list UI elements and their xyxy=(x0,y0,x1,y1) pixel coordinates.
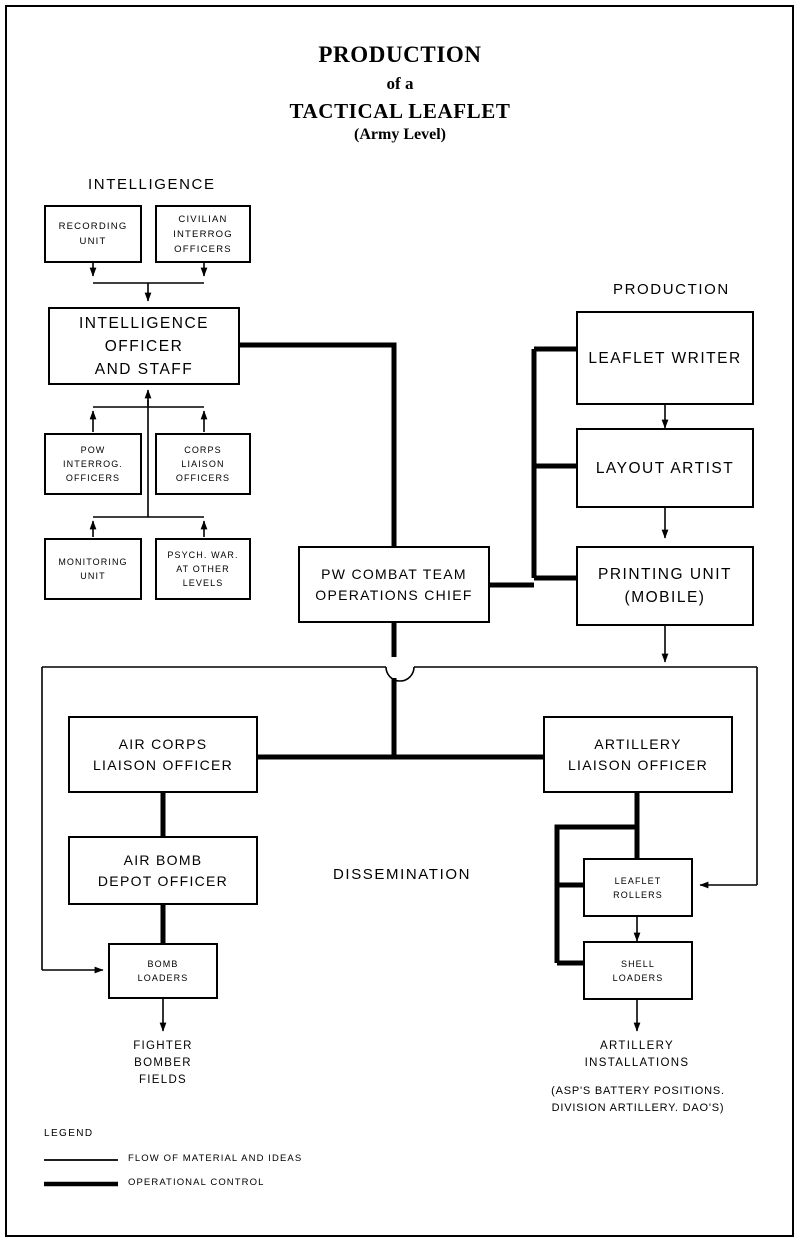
terminal-fighter-bomber-fields: FIGHTER BOMBER FIELDS xyxy=(133,1040,193,1086)
section-caption-intelligence: INTELLIGENCE xyxy=(88,176,216,193)
title-line-production: PRODUCTION xyxy=(318,42,482,67)
legend-label-flow: FLOW OF MATERIAL AND IDEAS xyxy=(128,1153,303,1164)
node-leaflet-writer[interactable]: LEAFLET WRITER xyxy=(576,311,754,405)
page-border xyxy=(5,5,794,1237)
node-monitoring-unit[interactable]: MONITORING UNIT xyxy=(44,538,142,600)
node-corps-liaison-officers[interactable]: CORPS LIAISON OFFICERS xyxy=(155,433,251,495)
node-air-corps-liaison-officer[interactable]: AIR CORPS LIAISON OFFICER xyxy=(68,716,258,793)
node-recording-unit[interactable]: RECORDING UNIT xyxy=(44,205,142,263)
terminal-artillery-installations: ARTILLERY INSTALLATIONS xyxy=(584,1040,690,1069)
node-pw-combat-team-operations-chief[interactable]: PW COMBAT TEAM OPERATIONS CHIEF xyxy=(298,546,490,623)
node-printing-unit-mobile[interactable]: PRINTING UNIT (MOBILE) xyxy=(576,546,754,626)
legend-label-control: OPERATIONAL CONTROL xyxy=(128,1177,265,1188)
title-line-tactical-leaflet: TACTICAL LEAFLET xyxy=(289,99,511,123)
title-line-army-level: (Army Level) xyxy=(354,126,446,143)
terminal-artillery-note: (ASP'S BATTERY POSITIONS. DIVISION ARTIL… xyxy=(551,1085,725,1114)
node-bomb-loaders[interactable]: BOMB LOADERS xyxy=(108,943,218,999)
node-intelligence-officer-and-staff[interactable]: INTELLIGENCE OFFICER AND STAFF xyxy=(48,307,240,385)
page-title: PRODUCTION of a TACTICAL LEAFLET (Army L… xyxy=(0,40,800,145)
node-psych-war-other-levels[interactable]: PSYCH. WAR. AT OTHER LEVELS xyxy=(155,538,251,600)
node-air-bomb-depot-officer[interactable]: AIR BOMB DEPOT OFFICER xyxy=(68,836,258,905)
node-pow-interrogation-officers[interactable]: POW INTERROG. OFFICERS xyxy=(44,433,142,495)
section-caption-dissemination: DISSEMINATION xyxy=(333,866,472,883)
node-civilian-interrogation-officers[interactable]: CIVILIAN INTERROG OFFICERS xyxy=(155,205,251,263)
legend-title: LEGEND xyxy=(44,1128,94,1139)
node-shell-loaders[interactable]: SHELL LOADERS xyxy=(583,941,693,1000)
node-leaflet-rollers[interactable]: LEAFLET ROLLERS xyxy=(583,858,693,917)
title-line-of-a: of a xyxy=(386,74,414,93)
node-layout-artist[interactable]: LAYOUT ARTIST xyxy=(576,428,754,508)
section-caption-production: PRODUCTION xyxy=(613,281,730,298)
node-artillery-liaison-officer[interactable]: ARTILLERY LIAISON OFFICER xyxy=(543,716,733,793)
